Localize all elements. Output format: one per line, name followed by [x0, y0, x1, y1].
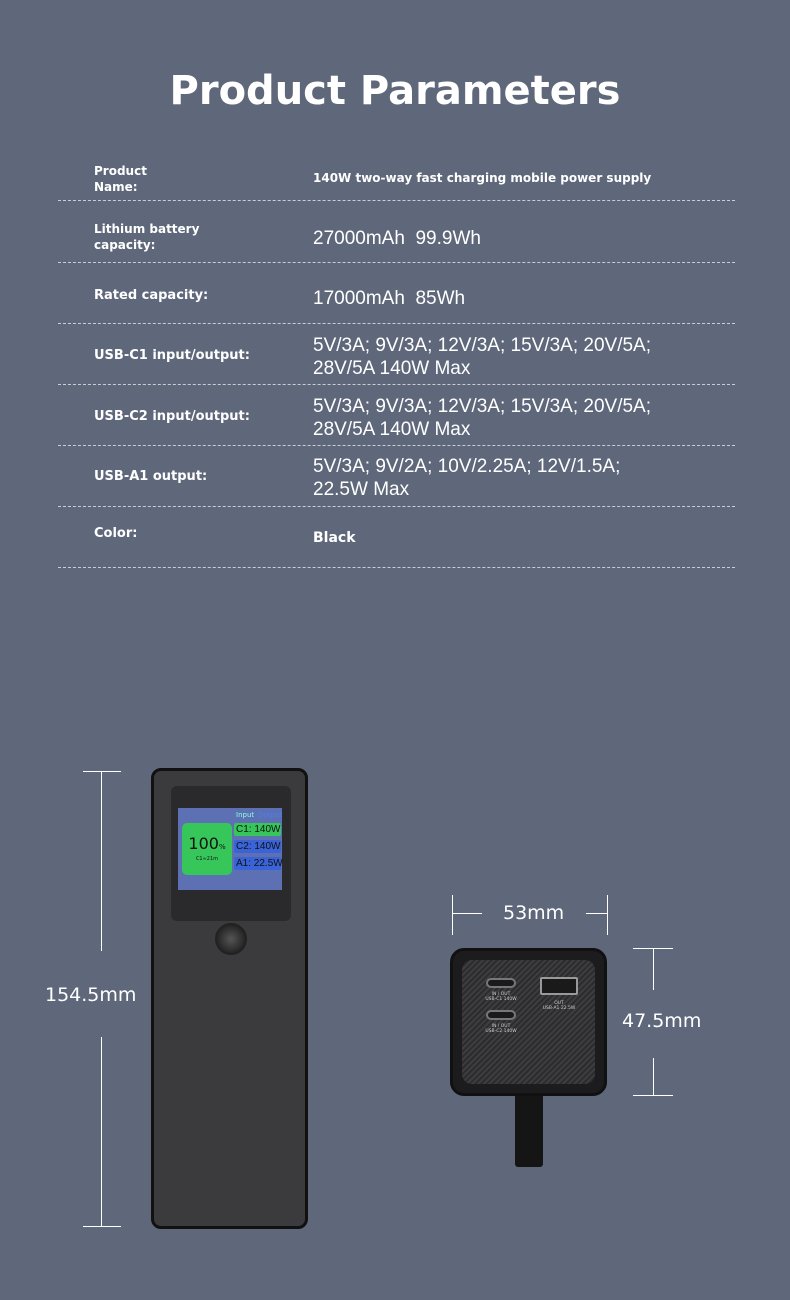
param-value: 140W two-way fast charging mobile power … — [313, 171, 652, 185]
height-label: 47.5mm — [622, 1010, 702, 1032]
dimension-tick — [633, 1095, 673, 1096]
param-label: USB-A1 output: — [94, 469, 208, 484]
display-panel: Input Output 100% C1≈21m C1: 140W C2: 140… — [171, 786, 291, 921]
width-label: 53mm — [503, 902, 565, 924]
time-remaining: C1≈21m — [195, 856, 219, 862]
a1-reading: A1: 22.5W — [234, 857, 283, 870]
param-label: Color: — [94, 526, 138, 541]
param-row: Rated capacity: 17000mAh 85Wh — [58, 263, 735, 324]
length-label: 154.5mm — [45, 984, 137, 1006]
battery-percent: 100% C1≈21m — [182, 823, 232, 875]
param-row: USB-C2 input/output: 5V/3A; 9V/3A; 12V/3… — [58, 385, 735, 446]
param-value: 27000mAh 99.9Wh — [313, 228, 481, 249]
dimension-line — [586, 913, 608, 914]
usb-c1-port-icon — [486, 978, 516, 988]
screen-input-label: Input — [236, 811, 255, 819]
percent-unit: % — [218, 843, 226, 851]
param-row: USB-A1 output: 5V/3A; 9V/2A; 10V/2.25A; … — [58, 446, 735, 507]
param-value: 17000mAh 85Wh — [313, 288, 466, 309]
dimension-tick — [83, 771, 121, 772]
lanyard-strap — [515, 1090, 543, 1167]
usb-c2-label: IN / OUT USB-C2 140W — [485, 1024, 517, 1034]
param-label: Lithium battery capacity: — [94, 222, 200, 252]
usb-a1-port-icon — [540, 977, 578, 995]
param-label: Product Name: — [94, 164, 147, 194]
screen-output-label: Output — [258, 811, 283, 819]
usb-a1-label: OUT USB-A1 22.5W — [542, 1001, 576, 1011]
dimension-line — [653, 948, 654, 990]
c2-reading: C2: 140W — [234, 840, 281, 853]
page-title: Product Parameters — [169, 68, 621, 114]
param-label: USB-C2 input/output: — [94, 409, 250, 424]
param-row: Lithium battery capacity: 27000mAh 99.9W… — [58, 201, 735, 263]
param-value: 5V/3A; 9V/2A; 10V/2.25A; 12V/1.5A; 22.5W… — [313, 456, 621, 500]
power-bank-side: IN / OUT USB-C1 140W IN / OUT USB-C2 140… — [450, 948, 607, 1096]
param-row: Color: Black — [58, 507, 735, 568]
port-panel: IN / OUT USB-C1 140W IN / OUT USB-C2 140… — [462, 960, 595, 1084]
dimension-tick — [452, 895, 453, 935]
lcd-screen: Input Output 100% C1≈21m C1: 140W C2: 140… — [178, 808, 283, 890]
param-value: Black — [313, 530, 356, 546]
power-button-icon — [215, 923, 247, 955]
dimension-line — [653, 1058, 654, 1095]
param-label: USB-C1 input/output: — [94, 348, 250, 363]
param-label: Rated capacity: — [94, 288, 209, 303]
param-row: Product Name: 140W two-way fast charging… — [58, 155, 735, 201]
usb-c1-label: IN / OUT USB-C1 140W — [485, 992, 517, 1002]
percent-value: 100 — [188, 834, 219, 853]
dimension-line — [101, 1037, 102, 1226]
param-row: USB-C1 input/output: 5V/3A; 9V/3A; 12V/3… — [58, 324, 735, 385]
usb-c2-port-icon — [486, 1010, 516, 1020]
param-value: 5V/3A; 9V/3A; 12V/3A; 15V/3A; 20V/5A; 28… — [313, 396, 652, 440]
c1-reading: C1: 140W — [234, 823, 281, 836]
dimension-tick — [607, 895, 608, 935]
dimension-tick — [83, 1226, 121, 1227]
param-value: 5V/3A; 9V/3A; 12V/3A; 15V/3A; 20V/5A; 28… — [313, 335, 652, 379]
dimension-line — [101, 771, 102, 951]
power-bank-front: Input Output 100% C1≈21m C1: 140W C2: 140… — [151, 768, 308, 1229]
dimension-line — [452, 913, 482, 914]
